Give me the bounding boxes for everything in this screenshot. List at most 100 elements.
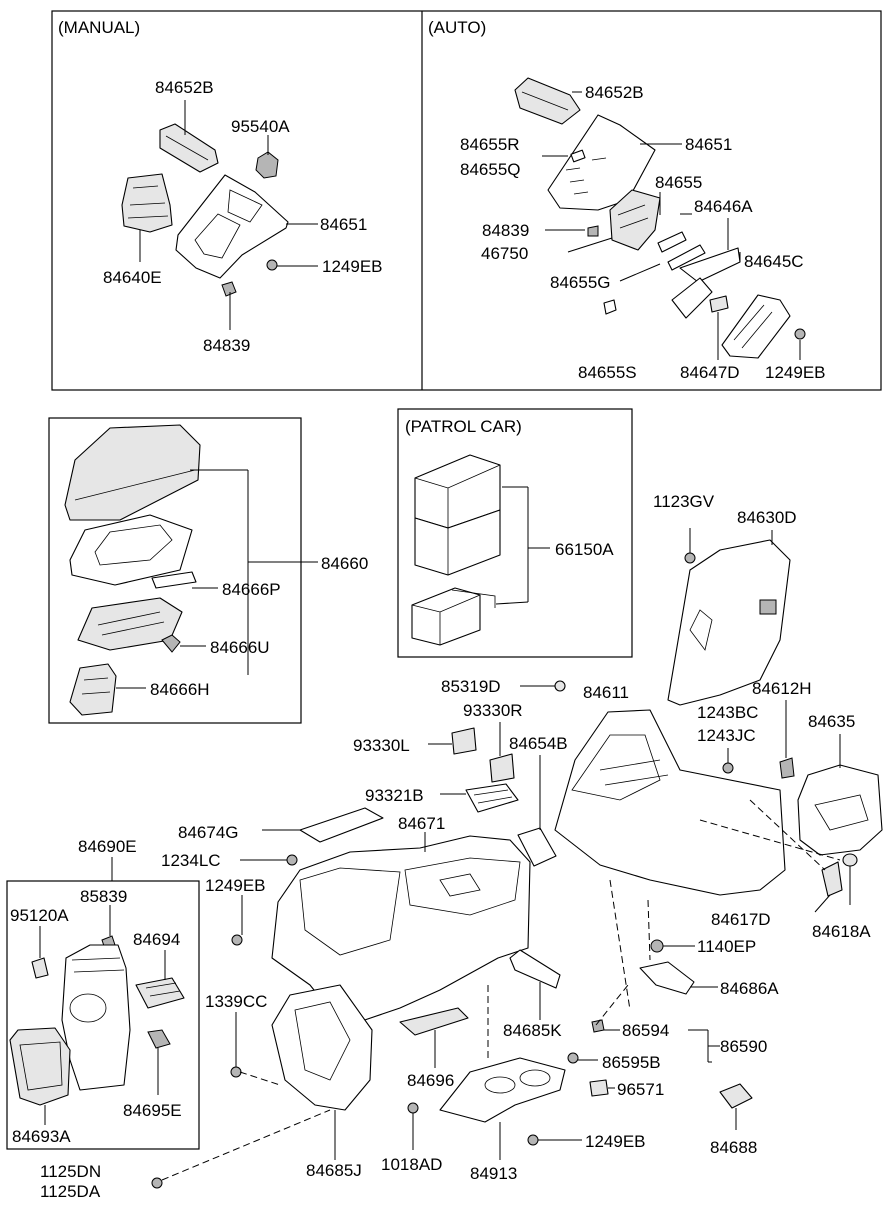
screw-1125DN (151, 1177, 163, 1189)
part-84694 (135, 977, 185, 1009)
label-84671: 84671 (398, 814, 445, 833)
auto-strip-part (657, 231, 687, 253)
label-84660: 84660 (321, 554, 368, 573)
auto-clip-part (587, 225, 599, 237)
label-66150A: 66150A (555, 540, 614, 559)
label-auto-84655S: 84655S (578, 363, 637, 382)
label-84666H: 84666H (150, 680, 210, 699)
label-auto-84655Q: 84655Q (460, 160, 521, 179)
label-84666U: 84666U (210, 638, 270, 657)
screw-1123GV (684, 552, 696, 564)
patrol-module-base (411, 587, 481, 646)
label-manual-84640E: 84640E (103, 268, 162, 287)
armrest-tray-part (69, 514, 193, 586)
switch-84695E (147, 1029, 171, 1049)
label-1018AD: 1018AD (381, 1155, 442, 1174)
label-95120A: 95120A (10, 906, 69, 925)
label-1234LC: 1234LC (161, 851, 221, 870)
label-1249EB: 1249EB (205, 876, 266, 895)
indicator-lens-part (570, 149, 586, 163)
manual-section-title: (MANUAL) (58, 18, 140, 37)
patrol-car-box (397, 408, 633, 658)
switch-93330L (451, 727, 477, 755)
manual-shift-cover-part (159, 123, 219, 173)
label-1243JC: 1243JC (697, 726, 756, 745)
screw-1249EB (231, 934, 243, 946)
label-1249EB-bottom: 1249EB (585, 1132, 646, 1151)
label-84674G: 84674G (178, 823, 239, 842)
armrest-lid-part (64, 424, 201, 521)
label-auto-84655: 84655 (655, 173, 702, 192)
auto-console-bezel-part (547, 114, 656, 211)
patrol-section-title: (PATROL CAR) (405, 417, 522, 436)
label-84686A: 84686A (720, 979, 779, 998)
switch-panel-93321B (465, 783, 519, 813)
switch-84617D (821, 861, 843, 897)
label-84617D: 84617D (711, 910, 771, 929)
label-1243BC: 1243BC (697, 703, 758, 722)
switch-parts (428, 722, 557, 867)
screw-1018AD (407, 1102, 419, 1114)
screw-1140EP (650, 939, 664, 953)
manual-bracket-part (255, 151, 279, 179)
label-auto-84655G: 84655G (550, 273, 611, 292)
label-84654B: 84654B (509, 734, 568, 753)
top-frame: (MANUAL) (AUTO) (51, 10, 882, 391)
screw-1249EB-bottom (527, 1134, 539, 1146)
switch-93330R (489, 753, 515, 783)
cap-85319D (554, 680, 566, 692)
label-auto-84651: 84651 (685, 135, 732, 154)
label-1123GV: 1123GV (653, 492, 715, 511)
label-84612H: 84612H (752, 679, 812, 698)
label-auto-84839: 84839 (482, 221, 529, 240)
auto-indicator-part (671, 277, 713, 319)
label-84696: 84696 (407, 1071, 454, 1090)
label-manual-1249EB: 1249EB (322, 257, 383, 276)
panel-clip (759, 599, 777, 615)
label-86594: 86594 (622, 1021, 669, 1040)
mat-84674G (299, 807, 384, 843)
cap-84618A (842, 853, 858, 867)
label-84913: 84913 (470, 1164, 517, 1183)
bracket-84685K (509, 949, 561, 989)
tray-84696 (399, 1007, 469, 1036)
screw-86595B (567, 1052, 579, 1064)
cupholder-84913 (439, 1057, 566, 1123)
label-84630D: 84630D (737, 508, 797, 527)
manual-clip-part (221, 281, 237, 297)
label-auto-84655R: 84655R (460, 135, 520, 154)
auto-section-title: (AUTO) (428, 18, 486, 37)
label-93330L: 93330L (353, 736, 410, 755)
label-manual-84652B: 84652B (155, 78, 214, 97)
label-84611: 84611 (583, 683, 629, 702)
label-manual-84839: 84839 (203, 336, 250, 355)
side-panels (520, 528, 883, 1011)
label-84694: 84694 (133, 930, 180, 949)
main-console (151, 807, 582, 1189)
label-84685J: 84685J (306, 1161, 362, 1180)
auto-bracket-part (721, 294, 791, 359)
label-auto-84645C: 84645C (744, 252, 804, 271)
manual-console-bezel-part (175, 174, 289, 279)
label-85319D: 85319D (441, 677, 501, 696)
label-84666P: 84666P (222, 580, 281, 599)
label-86595B: 86595B (602, 1053, 661, 1072)
label-manual-84651: 84651 (320, 215, 367, 234)
label-84618A: 84618A (812, 922, 871, 941)
patrol-parts (411, 454, 550, 646)
label-auto-1249EB: 1249EB (765, 363, 826, 382)
screw-1243 (722, 762, 734, 774)
auto-strip2-part (667, 244, 706, 271)
auto-parts (514, 77, 806, 360)
label-84685K: 84685K (503, 1021, 562, 1040)
label-manual-95540A: 95540A (231, 117, 290, 136)
manual-parts (121, 100, 318, 330)
auto-screw-part (794, 328, 806, 340)
front-bracket-84685J (271, 984, 373, 1111)
label-96571: 96571 (617, 1080, 664, 1099)
manual-auto-box (51, 10, 882, 391)
armrest-hinge-part (69, 663, 117, 716)
rear-panel-parts (9, 857, 185, 1125)
